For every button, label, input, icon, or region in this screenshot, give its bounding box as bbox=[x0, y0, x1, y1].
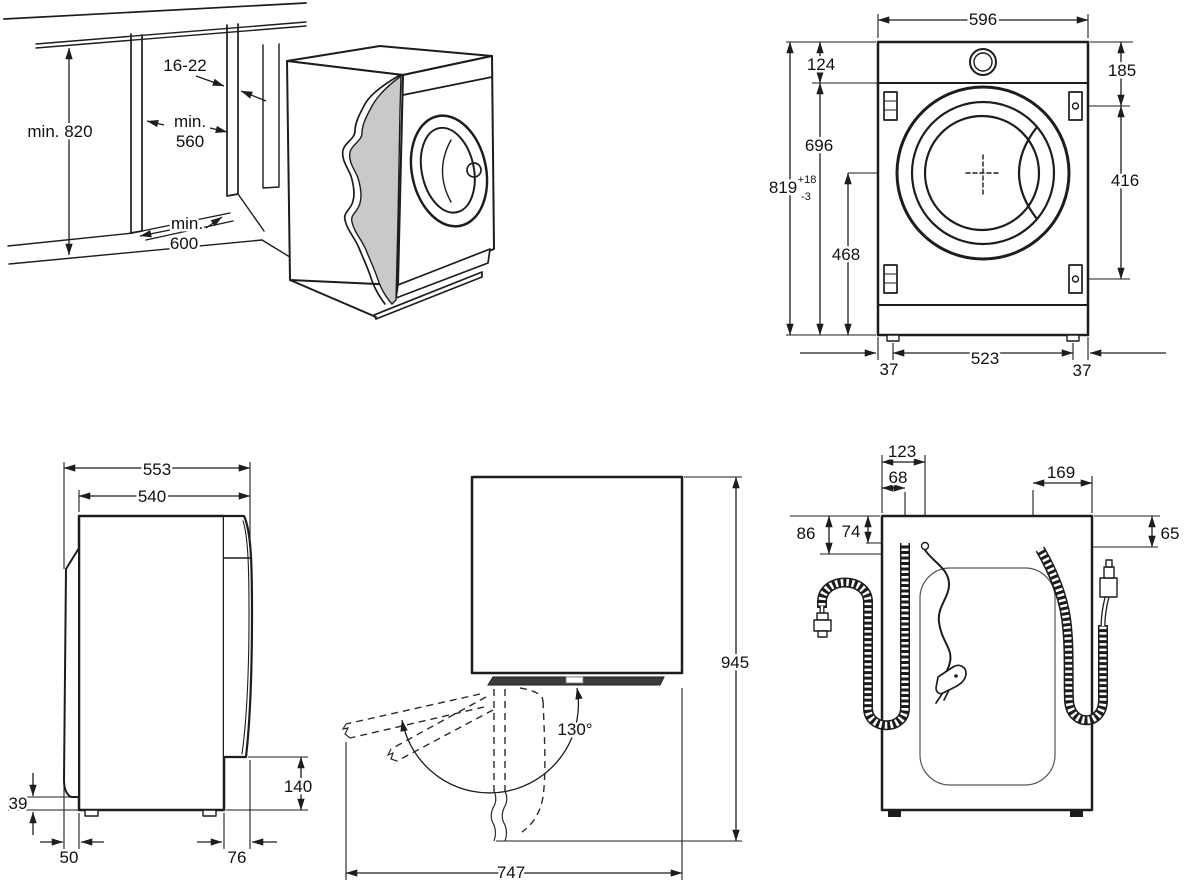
machine-3d-view bbox=[261, 43, 495, 320]
rear-panel bbox=[919, 567, 1056, 786]
machine-rear-outline bbox=[880, 514, 1094, 812]
machine-base-edge bbox=[373, 271, 483, 320]
dim-label-depth-with-open-door: 945 bbox=[721, 653, 749, 672]
dim-label-min-depth-prefix: min. bbox=[174, 112, 206, 131]
dim-label-feet-span: 523 bbox=[971, 349, 999, 368]
door-swing-view: 130° 945 747 bbox=[341, 475, 752, 885]
dim-label-hinge-span: 416 bbox=[1111, 171, 1139, 190]
dim-label-height-tol-minus: -3 bbox=[801, 191, 811, 203]
dim-label-width-with-open-door: 747 bbox=[497, 863, 525, 882]
dim-label-door-protrusion: 76 bbox=[228, 848, 247, 867]
dim-label-rear-clearance: 39 bbox=[9, 794, 28, 813]
dim-label-width: 596 bbox=[969, 10, 997, 29]
side-dimensions: 553 540 140 39 50 76 bbox=[6, 458, 315, 870]
drain-hose bbox=[813, 543, 910, 731]
dim-label-min-width: 600 bbox=[170, 234, 198, 253]
niche-dimensions: min. 820 16-22 min. 560 min. 600 bbox=[25, 47, 267, 256]
swing-dimensions: 945 747 bbox=[345, 476, 752, 885]
dim-label-right-foot-inset: 37 bbox=[1073, 361, 1092, 380]
machine-control-panel-line bbox=[402, 76, 493, 96]
feet-side bbox=[84, 809, 217, 817]
rear-view: 123 68 169 74 86 65 bbox=[790, 440, 1182, 817]
dim-label-hinge-top-offset: 185 bbox=[1108, 61, 1136, 80]
dim-label-left-foot-inset: 37 bbox=[880, 360, 899, 379]
program-knob bbox=[969, 48, 997, 76]
dim-label-drain-hose-y: 74 bbox=[842, 522, 861, 541]
dim-label-drum-axis-height: 468 bbox=[832, 245, 860, 264]
inlet-hose bbox=[1035, 546, 1118, 726]
dim-label-min-height: min. 820 bbox=[27, 122, 92, 141]
power-cord bbox=[920, 541, 967, 704]
rear-protrusion bbox=[63, 547, 80, 798]
dim-label-top-panel-height: 124 bbox=[807, 55, 835, 74]
door-handle bbox=[466, 162, 482, 178]
mounting-brackets-right bbox=[1068, 91, 1083, 294]
machine-front-face bbox=[397, 55, 495, 286]
dim-label-drain-hose-x: 68 bbox=[889, 468, 908, 487]
dim-label-height-tol-plus: +18 bbox=[798, 174, 817, 186]
door-profile bbox=[222, 514, 254, 759]
dim-label-body-height: 696 bbox=[805, 136, 833, 155]
cutaway-torn-edge bbox=[341, 74, 401, 305]
dim-label-power-cord-y: 86 bbox=[797, 524, 816, 543]
front-dimensions: 596 124 696 819 +18 -3 185 416 468 523 3… bbox=[766, 8, 1166, 383]
door-profile-inner bbox=[241, 520, 250, 755]
dim-label-inlet-hose-y: 65 bbox=[1161, 524, 1180, 543]
hinge-brackets-left bbox=[883, 91, 898, 294]
dim-label-body-depth: 540 bbox=[138, 487, 166, 506]
dim-label-total-height: 819 bbox=[769, 178, 797, 197]
side-view: 553 540 140 39 50 76 bbox=[6, 458, 315, 870]
cutaway-panel bbox=[348, 74, 402, 306]
door-open-positions: 130° bbox=[341, 687, 595, 842]
dim-label-min-depth: 560 bbox=[176, 132, 204, 151]
dim-label-min-width-prefix: min. bbox=[171, 214, 203, 233]
door-handle-notch bbox=[565, 676, 584, 684]
niche-view: min. 820 16-22 min. 560 min. 600 bbox=[3, 2, 307, 265]
machine-bottom-left-edge bbox=[289, 279, 377, 318]
porthole-door bbox=[409, 114, 489, 228]
dim-label-plinth-recess-height: 140 bbox=[284, 777, 312, 796]
feet-rear bbox=[888, 810, 1083, 817]
power-plug bbox=[935, 664, 967, 695]
machine-side-outline bbox=[77, 514, 226, 812]
dim-label-rear-protrusion: 50 bbox=[60, 848, 79, 867]
feet-front bbox=[886, 334, 1080, 342]
dim-label-panel-thickness: 16-22 bbox=[163, 56, 206, 75]
dim-label-inlet-hose-x: 169 bbox=[1047, 463, 1075, 482]
dim-label-door-opening-angle: 130° bbox=[557, 720, 592, 739]
rear-dimensions: 123 68 169 74 86 65 bbox=[794, 440, 1182, 555]
dim-label-power-cord-x: 123 bbox=[888, 442, 916, 461]
drum-door bbox=[895, 85, 1071, 261]
machine-top-outline bbox=[470, 475, 684, 675]
dim-label-max-depth: 553 bbox=[143, 460, 171, 479]
front-view: 596 124 696 819 +18 -3 185 416 468 523 3… bbox=[766, 8, 1166, 383]
